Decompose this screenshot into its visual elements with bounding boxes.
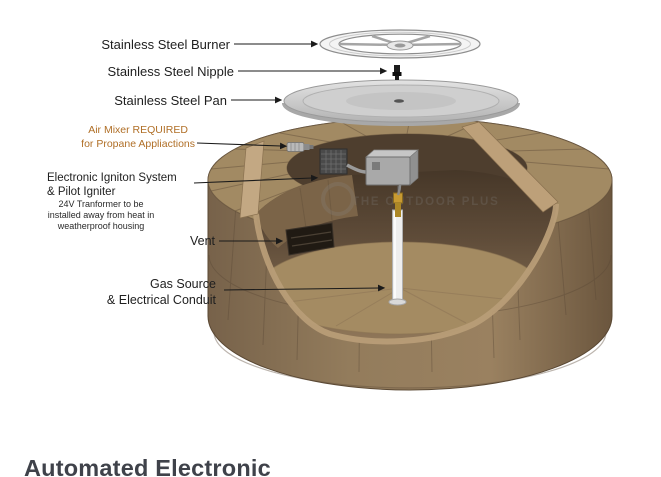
air-mixer-component [286,142,314,152]
label-air-mixer-line1: Air Mixer REQUIRED [88,124,188,136]
left-cut-face [239,140,265,219]
stainless-nipple [392,65,402,80]
label-stainless-steel-nipple: Stainless Steel Nipple [107,64,234,79]
label-ignition-line1: Electronic Igniton System [47,172,177,184]
label-vent: Vent [189,234,215,248]
fire-pit-interior [239,121,559,345]
leader-lines [193,40,388,292]
transformer-box [365,149,419,196]
vent-slot [285,222,335,256]
label-ignition-note: 24V Tranformer to be installed away from… [47,199,155,231]
watermark: THE OUTDOOR PLUS [321,182,500,216]
label-air-mixer: Air Mixer REQUIRED for Propane Appliacti… [81,124,195,151]
label-gas-line2: & Electrical Conduit [106,292,216,307]
diagram-title: Automated Electronic Ignition System Fir… [24,391,406,477]
watermark-text: THE OUTDOOR PLUS [352,196,500,208]
conduit [346,163,367,174]
ignition-module [319,148,348,175]
leader-air-mixer [196,142,288,150]
stainless-pan [282,79,520,126]
burner-ring [319,29,481,59]
diagram-title-line1: Automated Electronic [24,455,271,477]
right-cut-face [461,121,559,213]
label-gas-line1: Gas Source [149,277,216,291]
leader-ignition [193,174,319,184]
label-air-mixer-line2: for Propane Appliactions [81,137,195,150]
label-ignition-system: Electronic Igniton System & Pilot Ignite… [47,171,177,199]
interior-left-wall [256,175,358,248]
label-gas-source: Gas Source & Electrical Conduit [107,277,216,308]
leader-gas [223,284,386,292]
label-stainless-steel-burner: Stainless Steel Burner [101,37,230,52]
label-stainless-steel-pan: Stainless Steel Pan [114,93,227,108]
label-ignition-line2: & Pilot Igniter [47,186,116,199]
